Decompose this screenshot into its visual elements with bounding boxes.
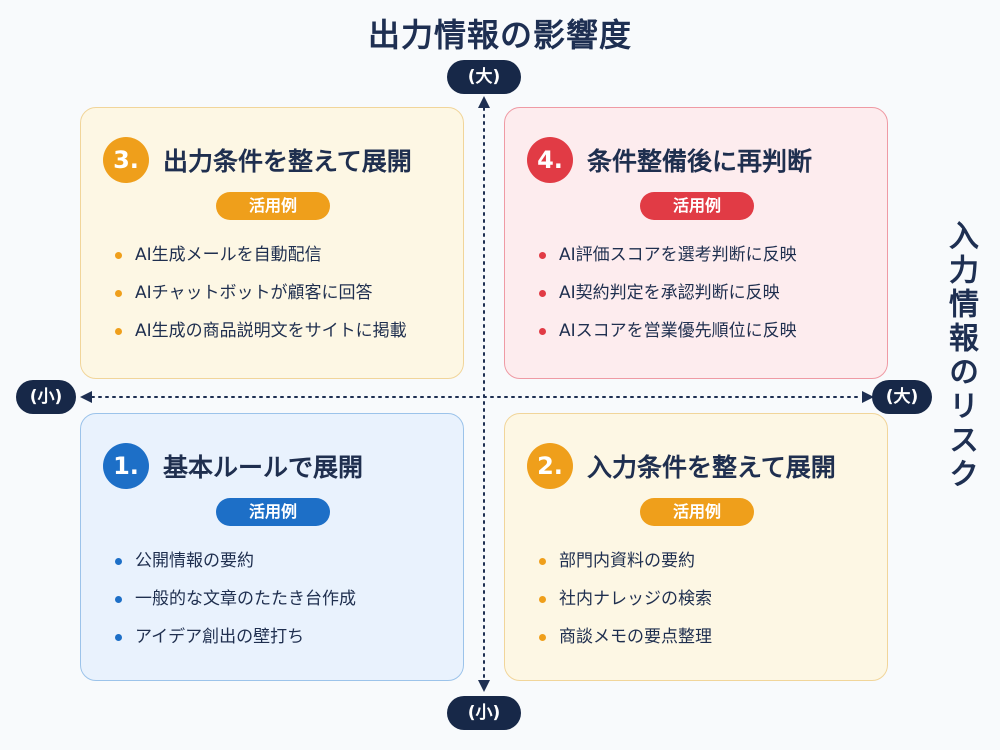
list-item-text: AIチャットボットが顧客に回答 bbox=[135, 283, 373, 303]
bullet-icon bbox=[115, 595, 122, 603]
diagram-title: 出力情報の影響度 bbox=[367, 16, 632, 54]
bullet-icon bbox=[115, 251, 122, 259]
list-item-text: 公開情報の要約 bbox=[135, 551, 254, 571]
axis-right-label: (大) bbox=[872, 380, 932, 414]
arrow-left-icon bbox=[80, 391, 92, 403]
list-item: 部門内資料の要約 bbox=[539, 542, 712, 580]
list-item-text: AI契約判定を承認判断に反映 bbox=[559, 283, 780, 303]
bullet-icon bbox=[539, 595, 546, 603]
axis-top-label: (大) bbox=[447, 60, 521, 94]
list-item: 社内ナレッジの検索 bbox=[539, 580, 712, 618]
quadrant-2: 2. 入力条件を整えて展開 活用例 部門内資料の要約 社内ナレッジの検索 商談メ… bbox=[504, 413, 888, 681]
list-item: AIスコアを営業優先順位に反映 bbox=[539, 312, 797, 350]
list-item-text: AI生成メールを自動配信 bbox=[135, 245, 322, 265]
list-item: AIチャットボットが顧客に回答 bbox=[115, 274, 407, 312]
quadrant-3-header: 3. 出力条件を整えて展開 bbox=[103, 136, 412, 184]
bullet-icon bbox=[539, 557, 546, 565]
quadrant-4-number: 4. bbox=[527, 137, 573, 183]
quadrant-1-badge: 活用例 bbox=[216, 498, 330, 526]
list-item-text: AI評価スコアを選考判断に反映 bbox=[559, 245, 797, 265]
list-item-text: 社内ナレッジの検索 bbox=[559, 589, 712, 609]
quadrant-3-number: 3. bbox=[103, 137, 149, 183]
quadrant-1-number: 1. bbox=[103, 443, 149, 489]
quadrant-1-title: 基本ルールで展開 bbox=[163, 453, 364, 482]
quadrant-3-title: 出力条件を整えて展開 bbox=[163, 147, 412, 176]
quadrant-2-list: 部門内資料の要約 社内ナレッジの検索 商談メモの要点整理 bbox=[539, 542, 712, 656]
list-item: アイデア創出の壁打ち bbox=[115, 618, 356, 656]
list-item: 公開情報の要約 bbox=[115, 542, 356, 580]
bullet-icon bbox=[115, 289, 122, 297]
quadrant-2-title: 入力条件を整えて展開 bbox=[587, 453, 836, 482]
list-item-text: AI生成の商品説明文をサイトに掲載 bbox=[135, 321, 407, 341]
bullet-icon bbox=[115, 557, 122, 565]
list-item: AI評価スコアを選考判断に反映 bbox=[539, 236, 797, 274]
quadrant-2-header: 2. 入力条件を整えて展開 bbox=[527, 442, 836, 490]
quadrant-4-title: 条件整備後に再判断 bbox=[587, 147, 813, 176]
bullet-icon bbox=[539, 289, 546, 297]
quadrant-2-number: 2. bbox=[527, 443, 573, 489]
side-axis-title: 入力情報のリスク bbox=[943, 220, 978, 492]
bullet-icon bbox=[539, 633, 546, 641]
list-item: 一般的な文章のたたき台作成 bbox=[115, 580, 356, 618]
list-item-text: AIスコアを営業優先順位に反映 bbox=[559, 321, 797, 341]
quadrant-3-list: AI生成メールを自動配信 AIチャットボットが顧客に回答 AI生成の商品説明文を… bbox=[115, 236, 407, 350]
quadrant-4-header: 4. 条件整備後に再判断 bbox=[527, 136, 812, 184]
arrow-up-icon bbox=[478, 96, 490, 108]
quadrant-1-list: 公開情報の要約 一般的な文章のたたき台作成 アイデア創出の壁打ち bbox=[115, 542, 356, 656]
arrow-down-icon bbox=[478, 680, 490, 692]
quadrant-2-badge: 活用例 bbox=[640, 498, 754, 526]
axis-left-label: (小) bbox=[16, 380, 76, 414]
arrow-right-icon bbox=[862, 391, 874, 403]
quadrant-4-badge: 活用例 bbox=[640, 192, 754, 220]
bullet-icon bbox=[115, 327, 122, 335]
list-item-text: アイデア創出の壁打ち bbox=[135, 627, 305, 647]
list-item: AI契約判定を承認判断に反映 bbox=[539, 274, 797, 312]
list-item-text: 商談メモの要点整理 bbox=[559, 627, 712, 647]
axis-bottom-label: (小) bbox=[447, 696, 521, 730]
list-item: AI生成メールを自動配信 bbox=[115, 236, 407, 274]
quadrant-3: 3. 出力条件を整えて展開 活用例 AI生成メールを自動配信 AIチャットボット… bbox=[80, 107, 464, 379]
quadrant-1: 1. 基本ルールで展開 活用例 公開情報の要約 一般的な文章のたたき台作成 アイ… bbox=[80, 413, 464, 681]
quadrant-4: 4. 条件整備後に再判断 活用例 AI評価スコアを選考判断に反映 AI契約判定を… bbox=[504, 107, 888, 379]
list-item-text: 部門内資料の要約 bbox=[559, 551, 695, 571]
bullet-icon bbox=[539, 251, 546, 259]
list-item: 商談メモの要点整理 bbox=[539, 618, 712, 656]
bullet-icon bbox=[539, 327, 546, 335]
quadrant-1-header: 1. 基本ルールで展開 bbox=[103, 442, 363, 490]
quadrant-3-badge: 活用例 bbox=[216, 192, 330, 220]
list-item-text: 一般的な文章のたたき台作成 bbox=[135, 589, 356, 609]
bullet-icon bbox=[115, 633, 122, 641]
quadrant-4-list: AI評価スコアを選考判断に反映 AI契約判定を承認判断に反映 AIスコアを営業優… bbox=[539, 236, 797, 350]
list-item: AI生成の商品説明文をサイトに掲載 bbox=[115, 312, 407, 350]
